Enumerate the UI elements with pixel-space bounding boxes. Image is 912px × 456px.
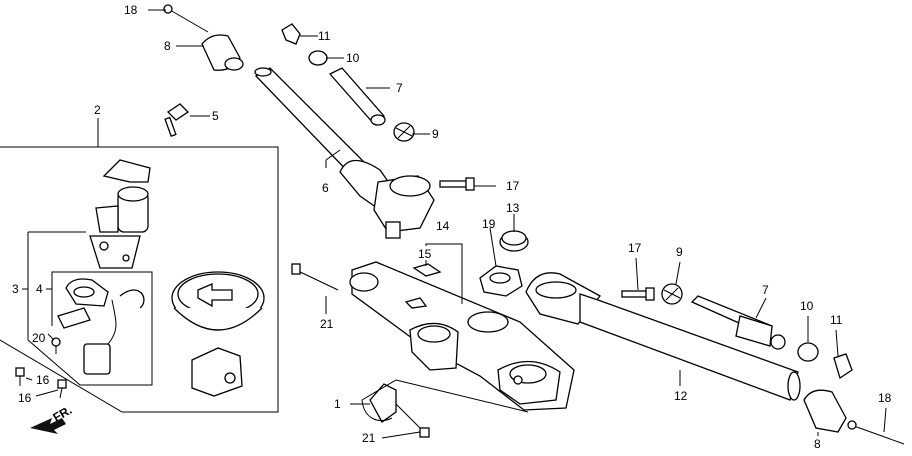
contact-base [57,278,145,375]
collar-10-right [797,342,819,362]
callout-4: 4 [36,282,43,296]
callout-10-top: 10 [346,51,360,65]
callout-8-top: 8 [164,39,171,53]
callout-17-upper: 17 [506,179,520,193]
callout-7-right: 7 [762,283,769,297]
callout-11-right: 11 [830,313,843,327]
callout-20: 20 [32,331,46,345]
nut-19 [479,265,523,297]
cap-13 [499,230,529,252]
ignition-key [164,103,210,137]
leader-lines [25,9,887,439]
callout-13: 13 [506,201,520,215]
ignition-cover [171,271,265,331]
ignition-group-box [0,118,279,413]
callout-15: 15 [418,247,432,261]
top-bridge [349,261,575,411]
callout-14: 14 [436,219,450,233]
pad-15 [412,263,442,277]
callout-18-top: 18 [124,3,138,17]
callout-19: 19 [482,217,496,231]
front-direction-arrow: FR. [30,403,74,434]
callout-18-right: 18 [878,391,892,405]
callout-10-right: 10 [800,299,814,313]
callout-7-top: 7 [396,81,403,95]
bolt-18-top [163,4,209,33]
bar-end-weight-top [201,34,244,71]
callout-9-top: 9 [432,127,439,141]
callout-8-right: 8 [814,437,821,451]
bolt-17-upper [439,177,475,191]
shaft-7-right [690,295,786,350]
right-handlebar [525,272,801,401]
cap-9-top [393,122,415,142]
bolt-21-upper [291,263,339,291]
ignition-block [191,347,243,397]
cap-9-right [661,283,683,305]
callout-2: 2 [94,103,101,117]
collar-10-top [308,50,328,66]
bar-end-weight-right [803,389,847,433]
bolt-18-right [847,420,905,445]
bolt-17-right [621,287,655,301]
callout-9-right: 9 [676,245,683,259]
wire-clamp [361,383,397,423]
screw-20 [51,337,61,354]
callouts: 18 8 11 10 7 9 2 5 6 17 13 14 19 15 17 9… [12,3,892,451]
callout-21-upper: 21 [320,317,334,331]
callout-3: 3 [12,282,19,296]
callout-21-lower: 21 [362,431,376,445]
left-handlebar [254,67,435,239]
callout-12: 12 [674,389,688,403]
bolt-21-lower [395,403,430,438]
direction-label: FR. [51,403,75,425]
clip-11-right [833,353,853,380]
ignition-switch [89,159,151,269]
callout-5: 5 [212,109,219,123]
callout-6: 6 [322,181,329,195]
shaft-7-top [328,67,386,126]
callout-11-top: 11 [318,29,331,43]
callout-16b: 16 [18,391,32,405]
screw-16a [15,367,25,386]
callout-17-right: 17 [628,241,642,255]
callout-1: 1 [334,397,341,411]
callout-16a: 16 [36,373,50,387]
screw-16b [57,379,67,399]
clip-11-top [281,23,301,45]
